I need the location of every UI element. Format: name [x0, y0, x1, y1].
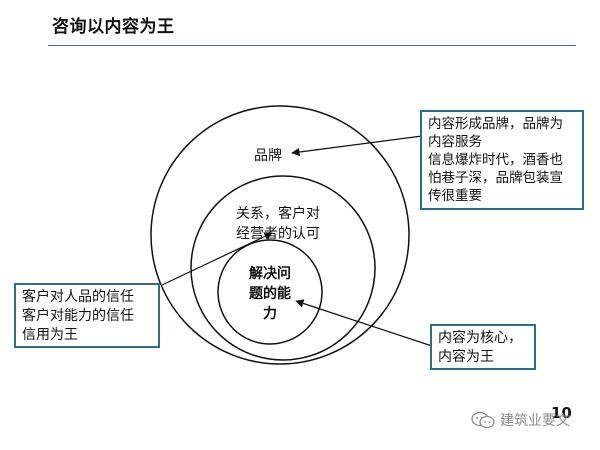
- title-divider: [48, 45, 576, 46]
- callout-left-line-2: 客户对能力的信任: [22, 308, 134, 324]
- callout-left-line-1: 客户对人品的信任: [22, 289, 134, 305]
- wechat-icon: [471, 411, 495, 429]
- watermark-text: 建筑业要文: [500, 413, 570, 429]
- callout-bottom-right-line-1: 内容为核心，: [438, 330, 522, 346]
- outer-circle-brand: [150, 105, 410, 365]
- callout-top-right-line-4: 怕巷子深，品牌包装宣: [428, 170, 563, 186]
- callout-top-right-line-1: 内容形成品牌，品牌为: [428, 116, 563, 132]
- inner-label-line-3: 力: [263, 306, 277, 322]
- middle-label-line-1: 关系，客户对: [236, 206, 320, 222]
- callout-top-right-line-3: 信息爆炸时代，酒香也: [428, 152, 563, 168]
- arrow-left-to-relationship: [161, 232, 273, 286]
- callout-bottom-right-line-2: 内容为王: [438, 349, 494, 365]
- slide-title: 咨询以内容为王: [52, 17, 175, 37]
- watermark: 建筑业要文: [470, 410, 570, 430]
- callout-bottom-right: 内容为核心， 内容为王: [430, 324, 536, 370]
- outer-label-brand: 品牌: [254, 148, 282, 164]
- inner-label-line-2: 题的能: [249, 286, 291, 302]
- middle-label-relationship: 关系，客户对 经营者的认可: [210, 204, 346, 244]
- callout-left-line-3: 信用为王: [22, 327, 78, 343]
- inner-label-capability: 解决问 题的能 力: [228, 264, 312, 324]
- middle-label-line-2: 经营者的认可: [236, 226, 320, 242]
- arrow-bottom-right-to-capability: [295, 299, 433, 347]
- callout-top-right-line-5: 传很重要: [428, 188, 482, 204]
- page-number: 10: [551, 404, 572, 422]
- callout-left: 客户对人品的信任 客户对能力的信任 信用为王: [14, 283, 160, 348]
- arrow-top-right-to-brand: [291, 135, 423, 157]
- callout-top-right-line-2: 内容服务: [428, 134, 482, 150]
- callout-top-right: 内容形成品牌，品牌为 内容服务 信息爆炸时代，酒香也 怕巷子深，品牌包装宣 传很…: [420, 110, 584, 210]
- middle-circle-relationship: [190, 175, 376, 361]
- inner-label-line-1: 解决问: [249, 266, 291, 282]
